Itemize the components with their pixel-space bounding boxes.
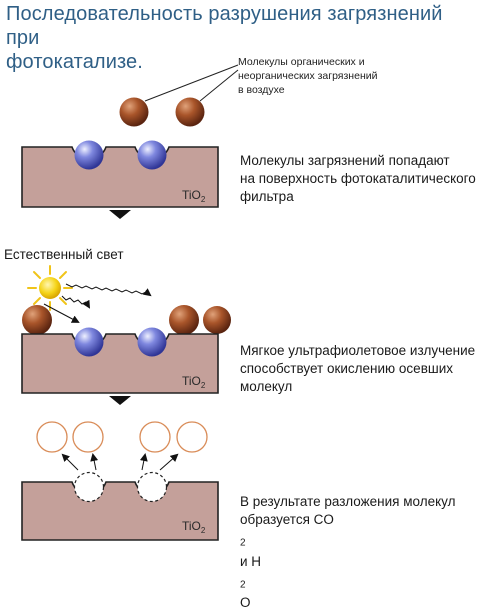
surface-label-3: TiO2 xyxy=(182,519,206,535)
panel-3-surface: TiO2 xyxy=(21,481,219,541)
surface-label-1: TiO2 xyxy=(182,188,206,204)
step-1-line-3: фильтра xyxy=(240,189,294,204)
surface-label-2: TiO2 xyxy=(182,374,206,390)
step-3-text-c: O xyxy=(240,595,251,611)
pollutant-molecule-icon xyxy=(169,305,199,335)
product-molecule-icon xyxy=(176,421,208,453)
adsorbed-molecule-icon xyxy=(74,140,104,170)
step-3-sub-2: 2 xyxy=(240,579,246,591)
decomposed-molecule-icon xyxy=(73,471,105,503)
adsorbed-molecule-icon xyxy=(137,140,167,170)
panel-1-surface: TiO2 xyxy=(21,146,219,208)
step-2-caption: Мягкое ультрафиолетовое излучение способ… xyxy=(240,342,480,396)
step-2-line-2: способствует окислению осевших xyxy=(240,361,453,376)
step-1-caption: Молекулы загрязнений попадают на поверхн… xyxy=(240,152,480,206)
title-line-1: Последовательность разрушения загрязнени… xyxy=(6,3,443,49)
oxidizing-molecule-icon xyxy=(74,327,104,357)
release-arrows xyxy=(61,453,179,471)
product-molecule-icon xyxy=(139,421,171,453)
panel-2-surface: TiO2 xyxy=(21,333,219,394)
product-molecule-icon xyxy=(36,421,68,453)
step-3-line-1: В результате разложения молекул xyxy=(240,494,456,509)
natural-light-label: Естественный свет xyxy=(4,247,124,262)
step-1-line-1: Молекулы загрязнений попадают xyxy=(240,153,450,168)
note-line-2: неорганических загрязнений xyxy=(238,70,378,82)
step-1-line-2: на поверхность фотокаталитического xyxy=(240,171,476,186)
step-3-text-b: и H xyxy=(240,553,262,569)
down-arrow-icon xyxy=(109,210,131,219)
step-3-text-a: образуется CO xyxy=(240,512,334,527)
uv-ray-icon xyxy=(61,295,91,309)
uv-ray-icon xyxy=(65,283,152,297)
step-2-line-3: молекул xyxy=(240,379,293,394)
title-line-2: фотокатализе. xyxy=(6,51,143,73)
sun-icon xyxy=(27,265,73,311)
note-pointer-lines xyxy=(144,64,239,102)
pollutant-molecule-icon xyxy=(203,306,231,334)
photocatalysis-diagram: TiO2 TiO2 xyxy=(21,64,239,541)
pollutant-molecule-icon xyxy=(119,97,149,127)
down-arrow-icon xyxy=(109,396,131,405)
decomposed-molecule-icon xyxy=(136,471,168,503)
pollutants-note: Молекулы органических и неорганических з… xyxy=(238,55,438,97)
pollutant-molecule-icon xyxy=(175,97,205,127)
arrow-icon xyxy=(43,303,80,323)
pollutant-molecule-icon xyxy=(22,305,52,335)
product-molecule-icon xyxy=(72,421,104,453)
note-line-3: в воздухе xyxy=(238,84,285,96)
page-title: Последовательность разрушения загрязнени… xyxy=(6,2,476,74)
note-line-1: Молекулы органических и xyxy=(238,56,365,68)
oxidizing-molecule-icon xyxy=(137,327,167,357)
step-2-line-1: Мягкое ультрафиолетовое излучение xyxy=(240,343,476,358)
